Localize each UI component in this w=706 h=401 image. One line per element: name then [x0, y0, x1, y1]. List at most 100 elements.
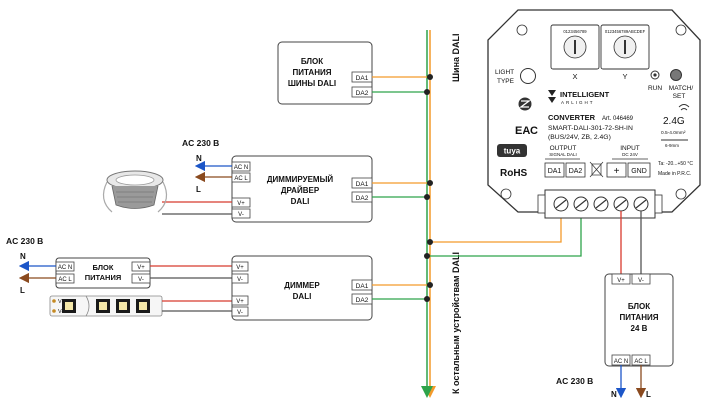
driver-port-vminus-label: V-	[238, 212, 244, 218]
terminal-block-tab-right	[654, 194, 663, 214]
node	[424, 89, 430, 95]
terminal-da2-label: DA2	[569, 168, 583, 175]
made-in-label: Made in P.R.C.	[658, 171, 691, 177]
driver-port-da1-label: DA1	[356, 181, 369, 188]
node	[427, 74, 433, 80]
match-label-2: SET	[673, 93, 686, 100]
dimmer-title-1: ДИММЕР	[284, 281, 320, 290]
strip-vminus-label: V-	[58, 309, 63, 315]
psu-24-port-vplus	[611, 273, 631, 285]
downlight-lamp	[102, 170, 168, 213]
run-label: RUN	[648, 85, 662, 92]
other-devices-label: К остальным устройствам DALI	[451, 252, 461, 394]
psu-left-ac-label: AC 230 В	[6, 236, 43, 246]
psu-dali-title-1: БЛОК	[301, 57, 323, 66]
driver-port-vplus-label: V+	[237, 201, 245, 207]
psu-left-port-vplus-label: V+	[137, 265, 145, 271]
switch-y-digits: 0123456789ABCDEF	[605, 29, 646, 34]
psu-dali-port-da1-label: DA1	[356, 75, 369, 82]
dimmer-in-vminus	[231, 273, 249, 284]
dimmer-title-2: DALI	[293, 292, 312, 301]
bin-icon	[589, 161, 604, 178]
screw-hole-icon	[675, 24, 687, 36]
model-line: SMART-DALI-301-72-SH-IN	[548, 125, 633, 132]
arlight-logo-icon	[548, 90, 556, 103]
wire-spec-label: 0.5-4.0mm²	[661, 130, 686, 136]
terminal-da2	[565, 162, 586, 178]
wire-conv-da2	[427, 206, 582, 257]
terminal-block-tab-left	[537, 194, 546, 214]
psu-left-port-vminus-label: V-	[138, 277, 144, 283]
match-set-button[interactable]	[670, 69, 682, 81]
freq-label: 2.4G	[663, 116, 685, 127]
brand-sub-label: ARLIGHT	[561, 100, 595, 105]
dimmer-out-vplus	[231, 295, 249, 306]
psu-24-port-vminus-label: V-	[638, 278, 644, 284]
psu-left-port-acl-label: AC L	[58, 277, 72, 283]
wifi-signal-icon	[678, 104, 690, 111]
node	[424, 296, 430, 302]
driver-box	[231, 155, 373, 223]
psu-24-l-label: L	[646, 390, 651, 399]
screw-hole-icon	[500, 188, 512, 200]
driver-ac-label: AC 230 В	[182, 138, 219, 148]
model-line-2: (BUS/24V, ZB, 2.4G)	[548, 134, 611, 141]
dimmer-in-vminus-label: V-	[237, 277, 243, 283]
strip-len-label: 6-9mm	[665, 143, 679, 148]
input-label: INPUT	[620, 145, 640, 152]
dimmer-in-vplus-label: V+	[236, 265, 244, 271]
driver-port-acl-label: AC L	[234, 176, 248, 182]
psu-left-n-label: N	[20, 252, 26, 261]
match-label-1: MATCH/	[669, 85, 694, 92]
light-type-button[interactable]	[520, 68, 536, 84]
node	[427, 239, 433, 245]
bus-label: Шина DALI	[451, 33, 461, 82]
driver-port-da2-label: DA2	[356, 195, 369, 202]
terminal-gnd	[627, 162, 651, 178]
terminal-gnd-label: GND	[631, 168, 647, 175]
psu-dali-title-3: ШИНЫ DALI	[288, 79, 336, 88]
led-strip	[49, 295, 163, 317]
node	[424, 194, 430, 200]
psu-left-l-label: L	[20, 286, 25, 295]
tuya-badge	[497, 144, 527, 157]
psu-24-port-acn-label: AC N	[614, 359, 628, 365]
model-title: CONVERTER	[548, 113, 596, 122]
driver-port-acn-label: AC N	[234, 165, 248, 171]
psu-dali-title-2: ПИТАНИЯ	[293, 68, 332, 77]
input-sub-label: DC 24V	[622, 152, 638, 157]
output-sub-label: SIGNAL DALI	[549, 152, 577, 157]
run-led-core	[653, 73, 657, 77]
psu-left-title-1: БЛОК	[93, 263, 114, 272]
light-type-label-2: TYPE	[497, 78, 515, 85]
art-label: Art. 046469	[602, 116, 634, 122]
dimmer-out-vplus-label: V+	[236, 299, 244, 305]
terminal-da1-label: DA1	[548, 168, 562, 175]
driver-l-label: L	[196, 185, 201, 194]
tuya-label: tuya	[504, 147, 521, 156]
switch-x-label: X	[572, 72, 577, 81]
eac-mark: ЕАС	[515, 125, 538, 137]
driver-title-1: ДИММИРУЕМЫЙ	[267, 175, 334, 184]
switch-y-label: Y	[622, 72, 627, 81]
screw-hole-icon	[516, 24, 528, 36]
node	[424, 253, 430, 259]
psu-24-port-vminus	[631, 273, 651, 285]
temp-label: Ta: -20...+50 °C	[658, 161, 693, 167]
switch-x-digits: 0123456789	[563, 29, 587, 34]
psu-24-n-label: N	[611, 390, 617, 399]
strip-vplus-label: V+	[58, 299, 65, 305]
dimmer-out-vminus-label: V-	[237, 310, 243, 316]
psu-24-title-1: БЛОК	[628, 302, 650, 311]
output-label: OUTPUT	[550, 145, 577, 152]
node	[427, 180, 433, 186]
terminal-plus-label: +	[614, 166, 620, 177]
psu-24-port-vplus-label: V+	[617, 278, 625, 284]
terminal-screws	[553, 196, 649, 212]
light-type-label-1: LIGHT	[495, 69, 514, 76]
psu-left-title-2: ПИТАНИЯ	[85, 273, 122, 282]
screw-hole-icon	[675, 188, 687, 200]
zigbee-icon-glyph	[519, 100, 531, 108]
psu-24-title-3: 24 В	[631, 324, 648, 333]
